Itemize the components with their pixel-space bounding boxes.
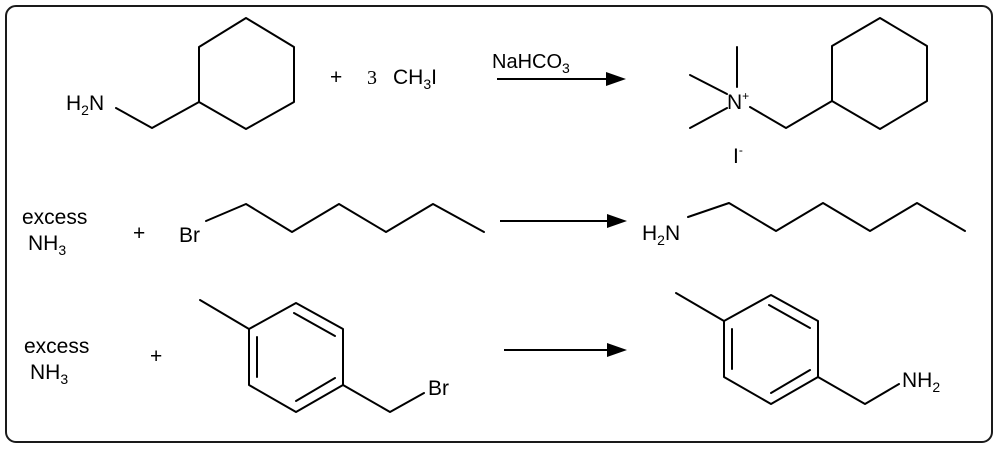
ch2-bonds [115,101,200,129]
amine-label: H2N [642,222,680,248]
ammonia-label: NH3 [30,361,68,387]
methylbenzyl-bromide-structure: Br [199,299,449,413]
plus-sign: + [330,66,342,89]
aromatic-double-bonds [731,304,811,394]
aromatic-double-bonds [256,312,336,402]
hexyl-bromide-structure: Br [179,203,485,247]
hexyl-chain [205,203,485,233]
reaction-arrow-2 [500,214,627,228]
amine-label: NH2 [902,369,940,395]
hexyl-chain [687,202,966,232]
reaction-conditions: NaHCO3 [492,51,570,76]
scheme-frame [5,5,993,443]
quaternary-ammonium-structure: N+ I- [689,17,928,168]
ch2-bonds [817,376,900,405]
ch2-bonds [342,384,425,413]
ch2-bonds [749,100,833,129]
bromine-label: Br [179,224,200,247]
ammonium-label: N+ [727,89,749,114]
plus-sign: + [150,345,162,368]
reaction-3: excess NH3 + Br NH2 [24,292,940,413]
stoichiometric-coefficient: 3 [367,67,377,89]
methyl-bond [199,299,250,330]
hexylamine-structure: H2N [642,202,966,248]
ammonia-label: NH3 [28,232,66,258]
iodide-counterion: I- [733,143,743,168]
cyclohexylmethanamine-structure: H2N [66,17,295,130]
methyl-bond-upper-left [689,74,728,95]
excess-label: excess [22,206,87,229]
cyclohexane-ring [831,17,928,130]
cyclohexane-ring [198,17,295,130]
reaction-2: excess NH3 + Br H2N [22,202,966,258]
amine-label: H2N [66,92,104,118]
reaction-1: H2N + 3 CH3I NaHCO3 N+ I- [66,17,928,168]
plus-sign: + [133,222,145,245]
methylbenzylamine-structure: NH2 [675,292,940,405]
methyl-iodide-label: CH3I [393,66,437,92]
reaction-arrow-3 [504,343,627,357]
bromine-label: Br [428,377,449,400]
excess-label: excess [24,335,89,358]
reaction-arrow-1 [497,72,626,86]
methyl-bond [675,292,725,322]
methyl-bond-lower-left [689,107,728,129]
